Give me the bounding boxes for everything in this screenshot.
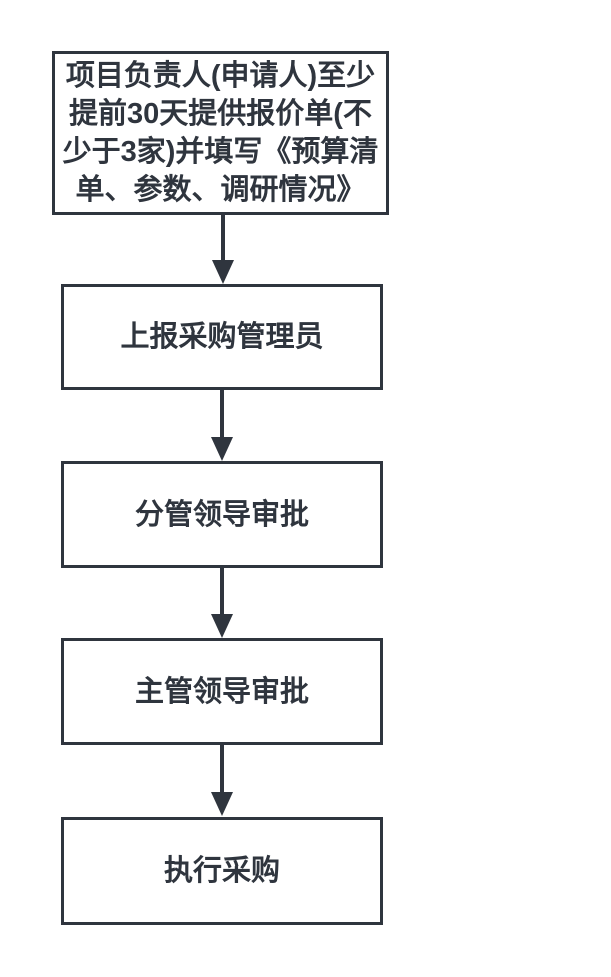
flow-node-step-1-line-2: 提前30天提供报价单(不 (69, 98, 372, 130)
flow-node-step-1-line-4: 单、参数、调研情况》 (75, 174, 366, 206)
flow-node-step-3-label: 分管领导审批 (134, 498, 309, 531)
flow-node-step-1-line-3: 少于3家)并填写《预算清 (62, 136, 379, 168)
flow-node-step-2: 上报采购管理员 (61, 284, 383, 390)
arrow-down-2-line (220, 390, 224, 438)
flow-node-step-5-label: 执行采购 (163, 855, 280, 887)
flow-node-step-2-label: 上报采购管理员 (120, 321, 324, 353)
arrow-down-4-line (220, 745, 224, 793)
flow-node-step-1-line-1: 项目负责人(申请人)至少 (65, 60, 376, 92)
arrow-down-1-head-icon (212, 260, 234, 284)
flow-node-step-4: 主管领导审批 (61, 638, 383, 745)
flow-node-step-1: 项目负责人(申请人)至少 提前30天提供报价单(不 少于3家)并填写《预算清 单… (52, 51, 389, 215)
arrow-down-3-head-icon (211, 614, 233, 638)
arrow-down-2-head-icon (211, 437, 233, 461)
arrow-down-3-line (220, 568, 224, 615)
flow-node-step-5: 执行采购 (61, 817, 383, 925)
arrow-down-4-head-icon (211, 792, 233, 816)
flow-node-step-3: 分管领导审批 (61, 461, 383, 568)
flow-node-step-4-label: 主管领导审批 (134, 675, 309, 708)
arrow-down-1-line (221, 215, 225, 262)
